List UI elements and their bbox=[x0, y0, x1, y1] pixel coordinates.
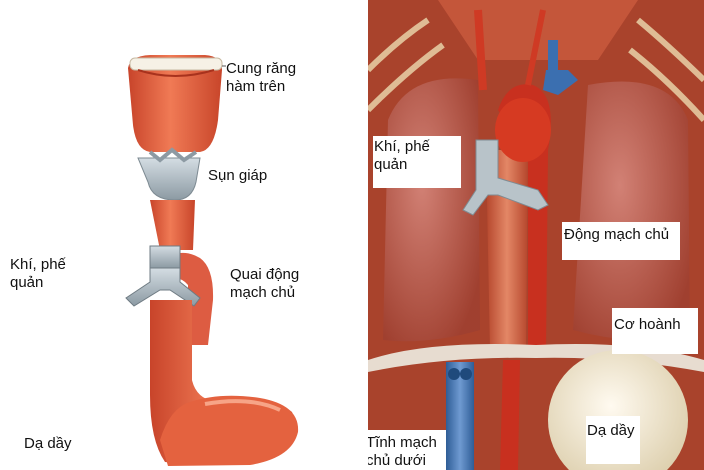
thorax-dissection-panel: Khí, phế quản Động mạch chủ Cơ hoành Tĩn… bbox=[368, 0, 704, 470]
label-trachea-bronchi-right: Khí, phế quản bbox=[374, 138, 430, 174]
label-upper-dental-arch: Cung răng hàm trên bbox=[226, 60, 296, 96]
label-aortic-arch: Quai động mạch chủ bbox=[230, 266, 299, 302]
upper-teeth bbox=[130, 58, 222, 70]
label-diaphragm: Cơ hoành bbox=[614, 316, 681, 334]
esophagus-schematic-panel: Cung răng hàm trên Sụn giáp Khí, phế quả… bbox=[0, 0, 360, 470]
esophagus-tube bbox=[150, 200, 195, 250]
thyroid-cartilage-shape bbox=[138, 158, 200, 200]
label-inferior-vena-cava: Tĩnh mạch chủ dưới bbox=[368, 434, 437, 470]
label-aorta: Động mạch chủ bbox=[564, 226, 669, 244]
right-lung-cavity bbox=[573, 82, 690, 342]
label-stomach-right: Dạ dầy bbox=[587, 422, 635, 440]
label-stomach: Dạ dầy bbox=[24, 435, 72, 453]
label-trachea-bronchi: Khí, phế quản bbox=[10, 256, 66, 292]
esophagus-illustration bbox=[0, 0, 360, 470]
label-thyroid-cartilage: Sụn giáp bbox=[208, 167, 267, 185]
